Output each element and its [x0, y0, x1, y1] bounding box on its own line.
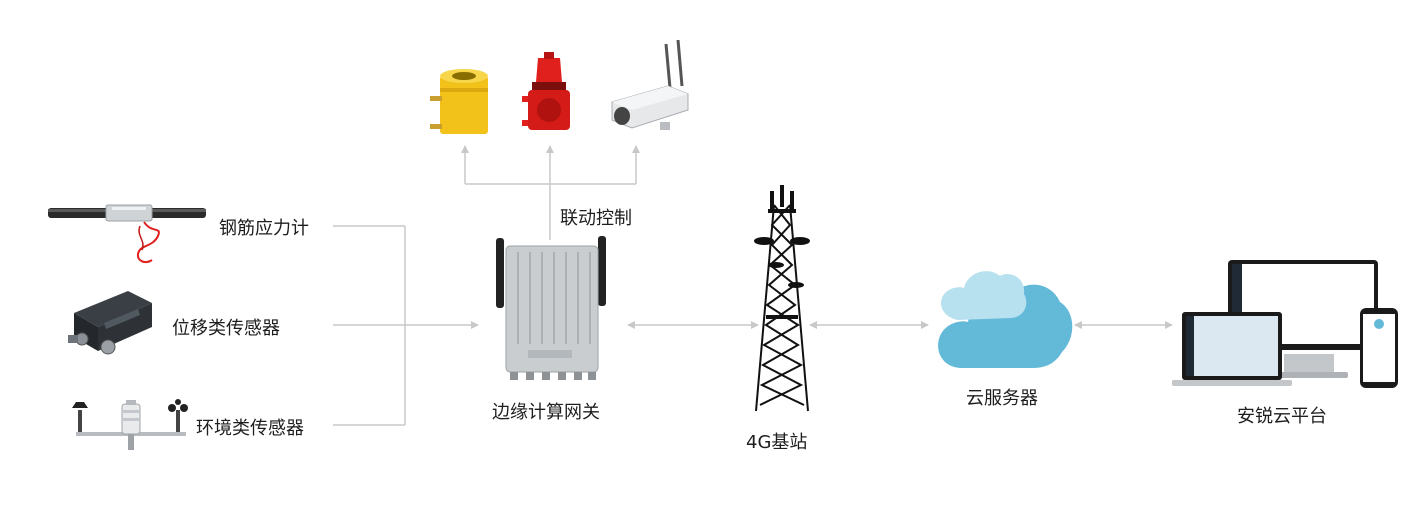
cloud-server-image	[938, 271, 1073, 368]
rebar-stress-gauge-image	[48, 204, 206, 263]
surveillance-camera-image	[611, 40, 689, 130]
4g-base-station-image	[754, 185, 810, 412]
environment-sensor-label: 环境类传感器	[196, 418, 304, 439]
cloud-server-label: 云服务器	[966, 388, 1038, 409]
cloud-platform-label: 安锐云平台	[1237, 406, 1327, 427]
rebar-stress-gauge-label: 钢筋应力计	[219, 218, 309, 239]
hydraulic-jack-image	[430, 69, 488, 134]
linkage-control-label: 联动控制	[560, 208, 632, 229]
4g-base-station-label: 4G基站	[746, 432, 808, 453]
displacement-sensor-label: 位移类传感器	[172, 318, 280, 339]
sound-light-alarm-image	[522, 52, 570, 130]
displacement-sensor-image	[68, 291, 152, 355]
environment-sensor-image	[72, 399, 188, 450]
edge-gateway-image	[496, 236, 606, 380]
cloud-platform-devices-image	[1172, 260, 1398, 388]
edge-gateway-label: 边缘计算网关	[492, 402, 600, 423]
